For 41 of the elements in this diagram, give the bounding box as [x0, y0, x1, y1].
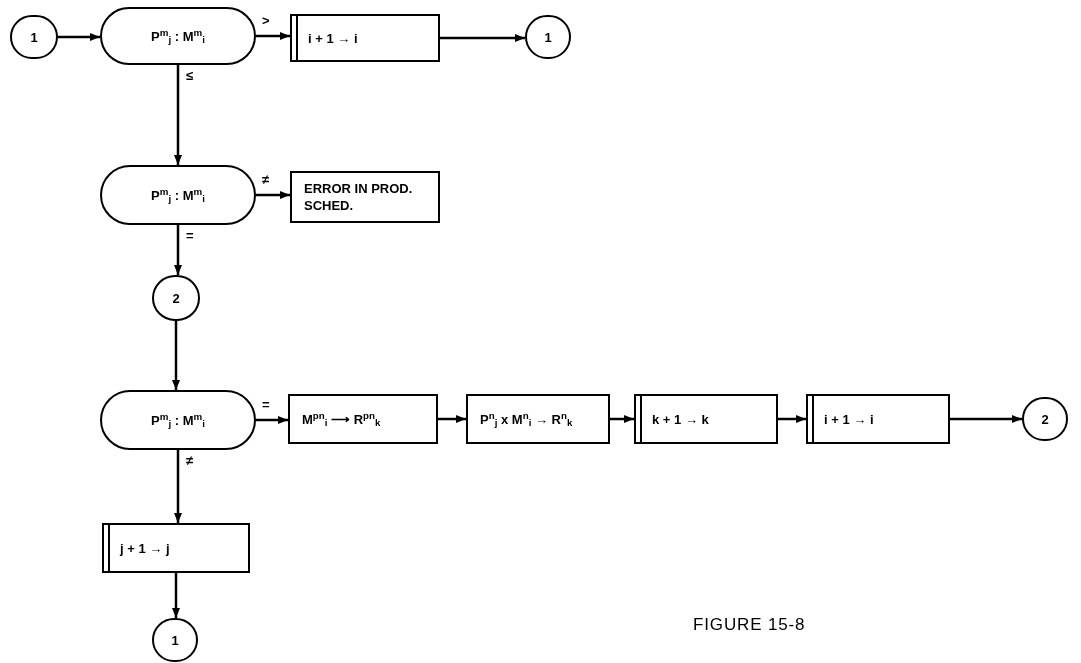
- decision-terminal: [100, 165, 256, 225]
- arrow: [172, 321, 180, 390]
- process-box: [806, 394, 950, 444]
- decision-terminal: [100, 7, 256, 65]
- node-text: i + 1 → i: [824, 410, 875, 428]
- arrow: [174, 65, 182, 165]
- arrow: [256, 191, 290, 199]
- edge-label: ≤: [186, 69, 194, 82]
- arrow: [438, 415, 466, 423]
- node-text: ERROR IN PROD. SCHED.: [304, 180, 414, 214]
- arrow: [256, 416, 288, 424]
- process-box: [290, 14, 440, 62]
- node-text: 2: [171, 289, 181, 307]
- node-text: i + 1 → i: [308, 29, 359, 47]
- node-text: 2: [1040, 410, 1050, 428]
- arrow: [440, 34, 525, 42]
- arrow: [174, 225, 182, 275]
- arrow: [58, 33, 100, 41]
- arrow: [950, 415, 1022, 423]
- arrow: [174, 450, 182, 523]
- edge-label: ≠: [262, 173, 270, 186]
- node-text: 1: [543, 28, 553, 46]
- arrow: [172, 573, 180, 618]
- node-text: 1: [29, 28, 39, 46]
- edge-label: =: [186, 229, 194, 242]
- node-text: k + 1 → k: [652, 410, 710, 428]
- process-box: [288, 394, 438, 444]
- arrow: [778, 415, 806, 423]
- process-box: [634, 394, 778, 444]
- decision-terminal: [100, 390, 256, 450]
- arrow: [256, 32, 290, 40]
- process-box: [290, 171, 440, 223]
- edge-label: =: [262, 398, 270, 411]
- process-box: [466, 394, 610, 444]
- edge-label: ≠: [186, 454, 194, 467]
- node-text: j + 1 → j: [120, 539, 171, 557]
- arrow: [610, 415, 634, 423]
- figure-caption: FIGURE 15-8: [693, 614, 806, 636]
- node-text: 1: [170, 631, 180, 649]
- edge-label: >: [262, 14, 270, 27]
- process-box: [102, 523, 250, 573]
